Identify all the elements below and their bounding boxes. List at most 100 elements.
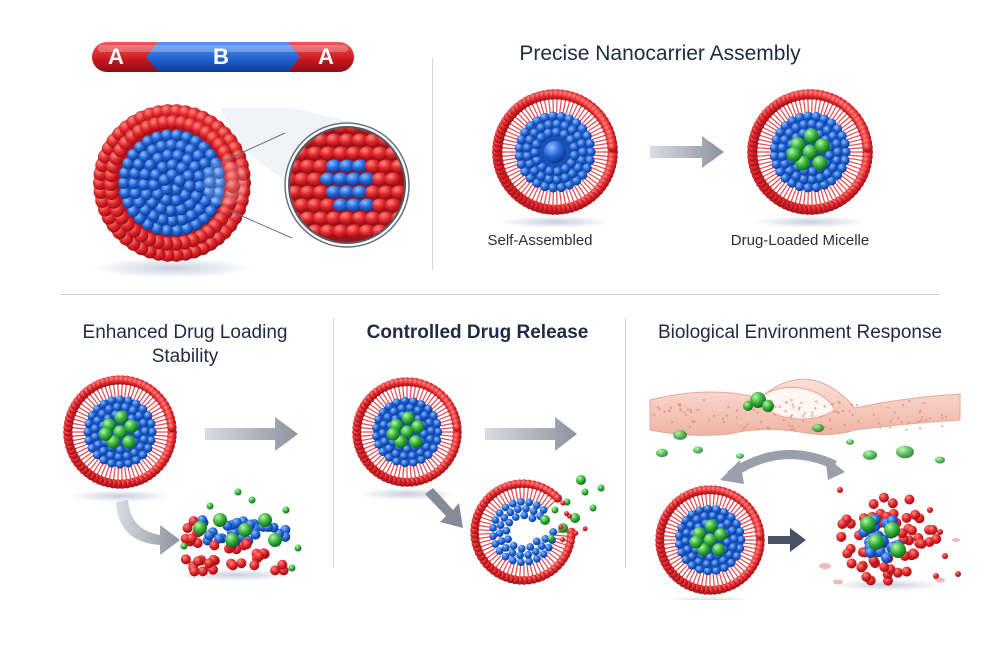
- shell-block-bead: [372, 146, 388, 160]
- core-block-bead: [181, 222, 193, 235]
- core-block-bead: [819, 114, 829, 124]
- core-block-bead: [385, 444, 394, 453]
- shell-block-bead: [289, 224, 297, 238]
- core-block-bead: [204, 176, 216, 189]
- core-block-bead: [769, 143, 779, 153]
- core-block-bead: [582, 131, 592, 141]
- core-block-bead: [540, 112, 550, 123]
- core-block-bead: [687, 510, 696, 519]
- shell-block-bead: [378, 159, 394, 173]
- core-block-bead: [165, 205, 177, 217]
- drug-molecule: [576, 475, 586, 485]
- core-block-bead: [674, 531, 684, 540]
- core-block-bead: [134, 141, 146, 154]
- drug-loaded-micelle: [747, 89, 873, 228]
- core-block-bead: [681, 516, 690, 525]
- core-block-bead: [176, 162, 189, 175]
- core-block-bead: [133, 158, 145, 171]
- drug-molecule: [547, 534, 555, 542]
- core-block-bead: [544, 120, 554, 130]
- shell-block-bead: [607, 142, 618, 153]
- core-block-bead: [160, 194, 173, 206]
- drug-molecule: [736, 453, 744, 459]
- core-block-bead: [522, 143, 533, 153]
- core-block-bead: [729, 543, 738, 552]
- core-block-bead: [183, 180, 196, 193]
- core-block-bead: [529, 166, 540, 176]
- drug-molecule: [234, 488, 242, 496]
- core-block-bead: [84, 419, 93, 428]
- shell-block-bead: [225, 179, 240, 194]
- drug-molecule: [803, 128, 819, 144]
- drug-molecule: [812, 423, 824, 433]
- shell-block-bead: [193, 556, 204, 567]
- core-block-bead: [203, 186, 215, 199]
- core-block-bead: [711, 559, 720, 568]
- core-block-bead: [104, 405, 114, 414]
- shell-block-bead: [236, 558, 247, 569]
- core-block-bead: [540, 181, 550, 192]
- shell-block-bead: [227, 560, 238, 571]
- shell-block-bead: [846, 558, 857, 569]
- core-block-bead: [828, 131, 838, 141]
- core-block-bead: [552, 167, 563, 177]
- core-block-bead: [564, 180, 574, 190]
- drug-molecule: [935, 456, 945, 464]
- core-block-bead: [433, 436, 442, 445]
- shell-block-bead: [942, 553, 948, 559]
- drug-molecule: [400, 425, 414, 439]
- core-block-bead: [139, 168, 152, 181]
- shell-block-bead: [236, 166, 251, 181]
- core-block-bead: [556, 111, 566, 122]
- core-block-bead: [205, 148, 217, 161]
- core-block-bead: [495, 509, 504, 517]
- drug-molecule: [114, 410, 128, 425]
- core-block-bead: [181, 131, 193, 144]
- core-block-bead: [391, 449, 400, 458]
- core-block-bead: [502, 526, 511, 535]
- divider-horizontal: [60, 294, 940, 295]
- drug-molecule: [540, 515, 550, 525]
- core-block-bead: [175, 140, 188, 152]
- core-block-bead: [552, 119, 562, 129]
- core-block-bead: [549, 528, 558, 536]
- core-block-bead: [536, 123, 546, 133]
- shell-block-bead: [333, 146, 349, 160]
- core-block-bead: [517, 558, 525, 566]
- core-block-bead: [161, 183, 173, 195]
- shell-block-bead: [755, 530, 765, 540]
- core-block-bead: [539, 550, 548, 558]
- core-block-bead: [491, 516, 500, 524]
- core-block-bead: [384, 402, 393, 411]
- core-block-bead: [522, 151, 533, 161]
- core-block-bead: [129, 187, 142, 200]
- shell-block-bead: [582, 526, 588, 532]
- core-block-bead: [339, 185, 355, 199]
- core-block-bead: [508, 548, 517, 557]
- core-block-bead: [339, 159, 355, 173]
- drug-molecule: [386, 427, 400, 441]
- core-block-bead: [569, 150, 580, 161]
- core-block-bead: [702, 560, 712, 569]
- shell-block-bead: [333, 127, 349, 134]
- release-arrow-down: [425, 488, 463, 528]
- shell-block-bead: [307, 172, 323, 186]
- core-block-bead: [130, 448, 139, 457]
- core-block-bead: [567, 125, 578, 135]
- environment-illustration: [649, 378, 961, 600]
- core-block-bead: [517, 544, 526, 553]
- core-block-bead: [501, 503, 510, 512]
- core-block-bead: [140, 188, 153, 201]
- core-block-bead: [532, 178, 542, 188]
- core-block-bead: [374, 440, 383, 449]
- core-block-bead: [719, 556, 728, 565]
- shell-block-bead: [289, 185, 303, 199]
- drug-molecule: [743, 401, 753, 411]
- core-block-bead: [506, 508, 515, 517]
- core-block-bead: [544, 543, 553, 552]
- core-block-bead: [777, 143, 788, 153]
- core-block-bead: [526, 543, 535, 551]
- drug-molecule: [288, 564, 296, 572]
- core-block-bead: [532, 537, 541, 546]
- core-block-bead: [166, 159, 179, 171]
